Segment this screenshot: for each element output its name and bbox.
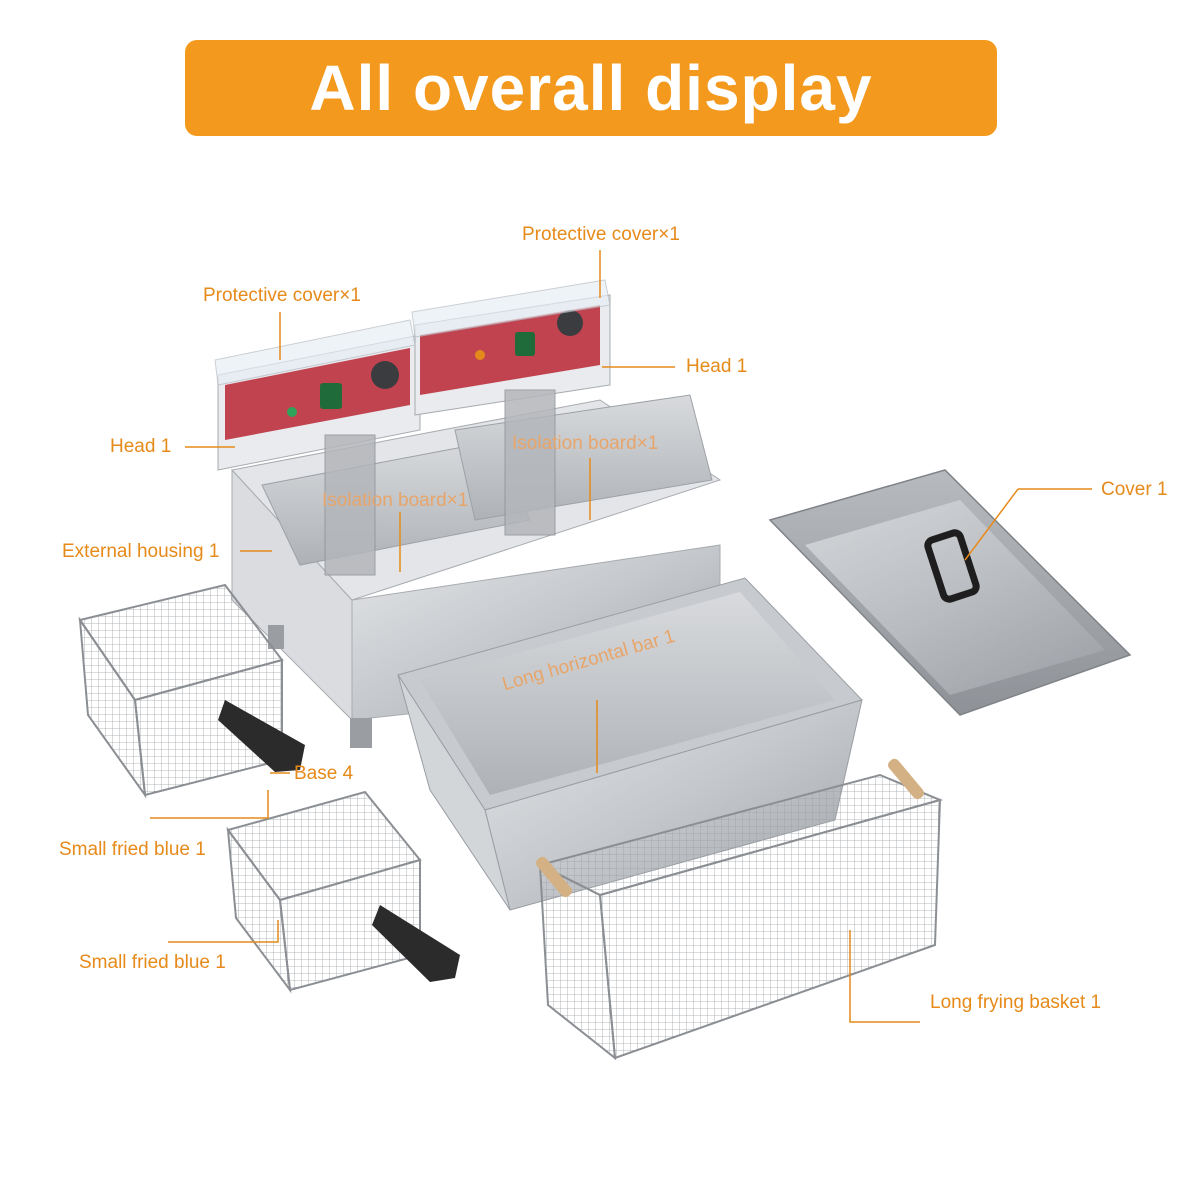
leader-lines [150, 250, 1092, 1023]
fryer-body-icon [214, 279, 722, 748]
mesh-basket-icon [226, 790, 460, 994]
label-protective-cover-right: Protective cover×1 [522, 224, 680, 245]
lid-icon [768, 469, 1132, 716]
label-cover: Cover 1 [1101, 479, 1168, 500]
label-external-housing: External housing 1 [62, 541, 220, 562]
label-small-fried-blue-bottom: Small fried blue 1 [79, 952, 226, 973]
label-protective-cover-left: Protective cover×1 [203, 285, 361, 306]
title-banner: All overall display [185, 40, 997, 136]
label-head-right: Head 1 [686, 356, 748, 377]
label-long-frying-basket: Long frying basket 1 [930, 992, 1102, 1013]
long-basket-icon [536, 758, 944, 1061]
label-isolation-board-right: Isolation board×1 [512, 433, 659, 454]
banner-title: All overall display [309, 52, 873, 124]
label-isolation-board-left: Isolation board×1 [322, 490, 469, 511]
mesh-basket-icon [78, 583, 305, 799]
label-head-left: Head 1 [110, 436, 172, 457]
label-small-fried-blue-top: Small fried blue 1 [59, 839, 206, 860]
label-base: Base 4 [294, 763, 354, 784]
